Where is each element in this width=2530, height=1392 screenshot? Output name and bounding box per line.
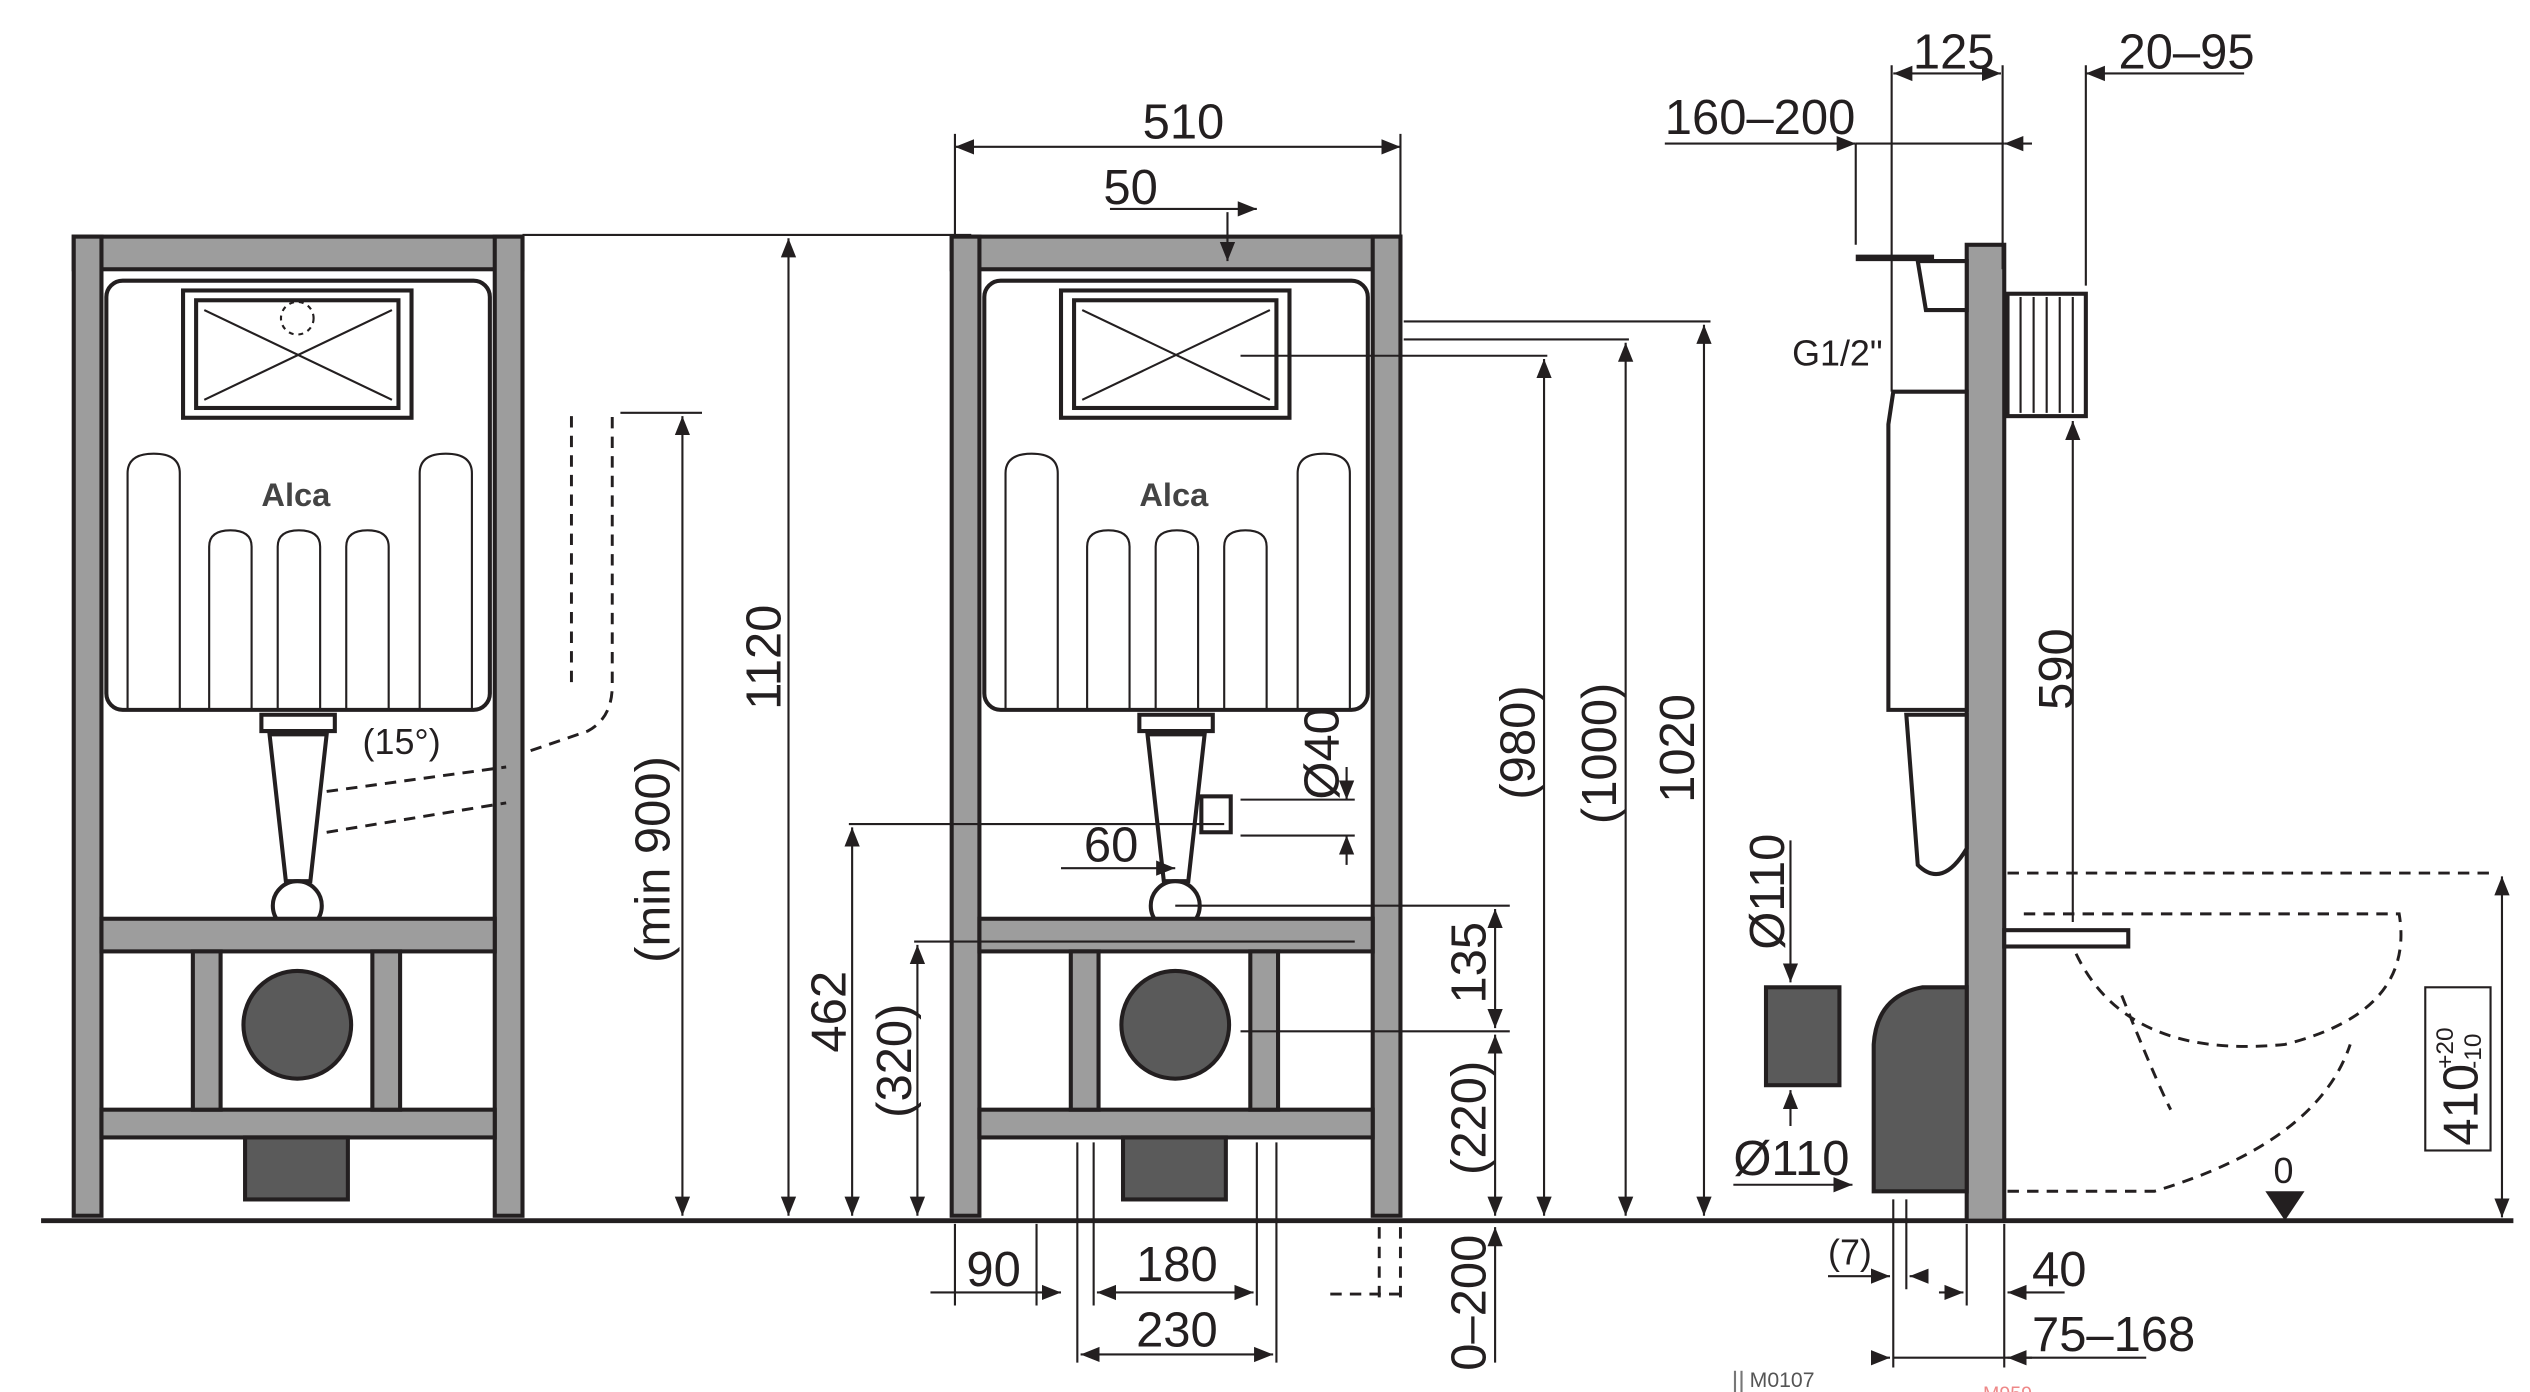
footer-code-1: M0107 [1750, 1369, 1815, 1392]
height-1120-label: 1120 [737, 605, 791, 710]
offset-50-label: 50 [1103, 161, 1157, 215]
dim-230-label: 230 [1136, 1303, 1218, 1357]
brand-logo-2: Alca [1139, 476, 1209, 513]
min-height-label: (min 900) [626, 756, 680, 963]
footer-code-2: M959 [1983, 1383, 2032, 1392]
diameter-40-label: Ø40 [1295, 707, 1349, 800]
dim-40-label: 40 [2032, 1243, 2086, 1297]
dim-1000-label: (1000) [1573, 683, 1627, 824]
dim-180-label: 180 [1136, 1238, 1218, 1292]
dim-0-200-label: 0–200 [1442, 1235, 1496, 1371]
dim-20-95-label: 20–95 [2118, 26, 2254, 80]
seat-tol-plus: +20 [2432, 1027, 2459, 1069]
dim-135-label: 135 [1442, 922, 1496, 1004]
dim-220-label: (220) [1442, 1061, 1496, 1175]
width-510-label: 510 [1143, 96, 1225, 150]
seat-height-label: 410 [2434, 1064, 2488, 1146]
diameter-110-top-label: Ø110 [1741, 834, 1795, 950]
offset-60-label: 60 [1084, 819, 1138, 873]
thread-g12-label: G1/2" [1792, 334, 1883, 374]
dim-320-label: (320) [868, 1004, 922, 1118]
dim-590-label: 590 [2030, 628, 2084, 710]
dim-1020-label: 1020 [1651, 694, 1705, 803]
floor-zero-label: 0 [2274, 1151, 2294, 1191]
seat-tol-minus: -10 [2460, 1034, 2487, 1069]
side-view-frame [1763, 242, 2498, 1223]
dim-75-168-label: 75–168 [2032, 1308, 2195, 1362]
front-view-frame-2: Alca [949, 234, 1403, 1218]
floor-zero-marker [2265, 1191, 2305, 1221]
front-view-frame-1: Alca [71, 234, 614, 1218]
dim-90-label: 90 [966, 1243, 1020, 1297]
dim-980-label: (980) [1491, 685, 1545, 799]
dim-160-200-label: 160–200 [1665, 91, 1856, 145]
diameter-110-bottom-label: Ø110 [1733, 1132, 1849, 1186]
dim-462-label: 462 [803, 971, 857, 1053]
dim-7-label: (7) [1828, 1233, 1872, 1273]
brand-logo: Alca [261, 476, 331, 513]
seat-height-box: 410 +20 -10 [2424, 986, 2492, 1152]
angle-label: (15°) [363, 722, 441, 762]
dim-125-label: 125 [1913, 26, 1995, 80]
